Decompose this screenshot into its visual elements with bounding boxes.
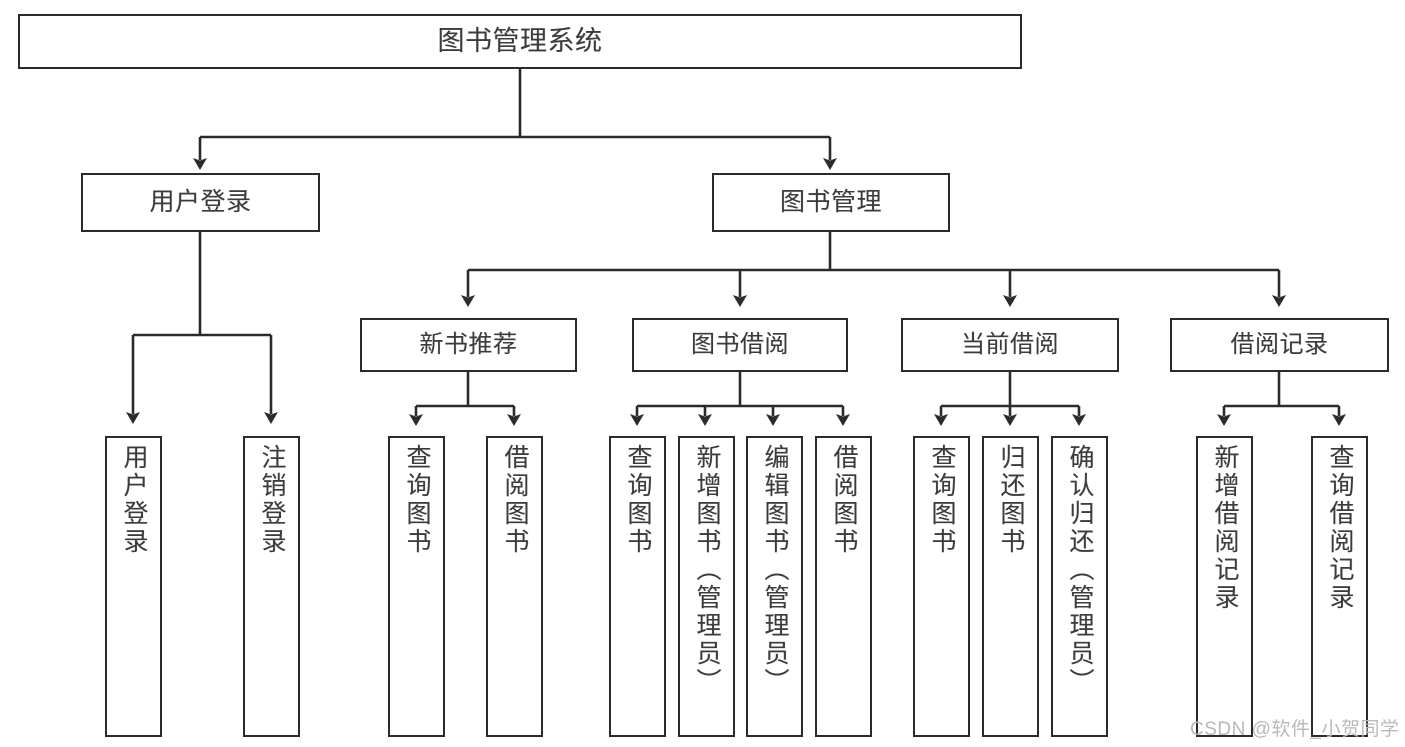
node-label: 新增图书（管理员） [693,444,721,696]
leaf-borrow-add-book-admin[interactable]: 新增图书（管理员） [678,436,735,737]
node-user-login[interactable]: 用户登录 [81,173,320,232]
node-current-borrow[interactable]: 当前借阅 [901,318,1119,372]
node-label: 查询图书 [928,444,956,556]
node-label: 确认归还（管理员） [1066,444,1094,696]
leaf-borrow-edit-book-admin[interactable]: 编辑图书（管理员） [746,436,803,737]
leaf-recommend-query-book[interactable]: 查询图书 [388,436,445,737]
node-label: 注销登录 [258,444,286,556]
node-label: 查询借阅记录 [1326,444,1354,612]
leaf-borrow-query-book[interactable]: 查询图书 [609,436,666,737]
leaf-recommend-borrow-book[interactable]: 借阅图书 [486,436,543,737]
leaf-user-login-signout[interactable]: 注销登录 [243,436,300,737]
leaf-current-query-book[interactable]: 查询图书 [913,436,970,737]
node-label: 查询图书 [403,444,431,556]
leaf-current-return-book[interactable]: 归还图书 [982,436,1039,737]
node-label: 查询图书 [624,444,652,556]
node-label: 新书推荐 [419,330,518,358]
node-label: 图书管理系统 [437,25,603,56]
leaf-user-login-signin[interactable]: 用户登录 [105,436,162,737]
node-root-system[interactable]: 图书管理系统 [18,14,1022,69]
node-label: 用户登录 [120,444,148,556]
node-new-book-recommend[interactable]: 新书推荐 [360,318,577,372]
node-label: 当前借阅 [961,330,1059,358]
node-label: 借阅图书 [830,444,858,556]
leaf-borrow-borrow-book[interactable]: 借阅图书 [815,436,872,737]
node-label: 新增借阅记录 [1211,444,1239,612]
node-book-management[interactable]: 图书管理 [712,173,950,232]
node-label: 图书借阅 [691,330,789,358]
node-label: 用户登录 [149,187,252,216]
node-label: 归还图书 [997,444,1025,556]
node-label: 借阅图书 [501,444,529,556]
leaf-current-confirm-return-admin[interactable]: 确认归还（管理员） [1051,436,1108,737]
node-label: 编辑图书（管理员） [761,444,789,696]
leaf-record-query-record[interactable]: 查询借阅记录 [1311,436,1368,737]
csdn-watermark: CSDN @软件_小贺同学 [1190,719,1400,740]
node-book-borrow[interactable]: 图书借阅 [632,318,848,372]
node-label: 图书管理 [779,187,882,216]
node-borrow-record[interactable]: 借阅记录 [1170,318,1389,372]
leaf-record-add-record[interactable]: 新增借阅记录 [1196,436,1253,737]
node-label: 借阅记录 [1230,330,1329,358]
